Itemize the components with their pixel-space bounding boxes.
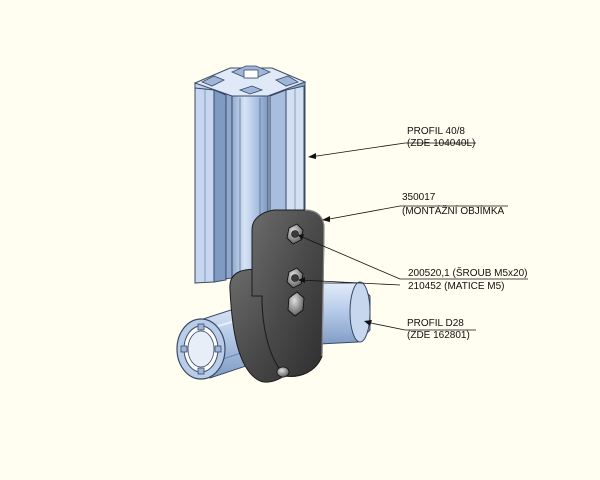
- label-profile-40-8: PROFIL 40/8: [407, 126, 465, 137]
- label-clamp-name: (MONTÁŽNÍ OBJÍMKA: [402, 204, 505, 217]
- label-profile-40-8-code: (ZDE 104040L): [407, 138, 475, 149]
- label-profile-d28: PROFIL D28: [407, 318, 464, 329]
- label-clamp-code: 350017: [402, 192, 436, 203]
- leader-arrowheads: [298, 153, 372, 326]
- nut-m5: [286, 267, 304, 289]
- mounting-clamp: [229, 209, 325, 383]
- label-screw: 200520,1 (ŠROUB M5x20): [408, 266, 528, 279]
- screw-m5x20: [286, 223, 304, 245]
- leader-lines: [299, 142, 528, 331]
- nut-m5-lower: [287, 291, 305, 317]
- label-nut: 210452 (MATICE M5): [408, 281, 505, 292]
- label-profile-d28-code: (ZDE 162801): [407, 330, 470, 341]
